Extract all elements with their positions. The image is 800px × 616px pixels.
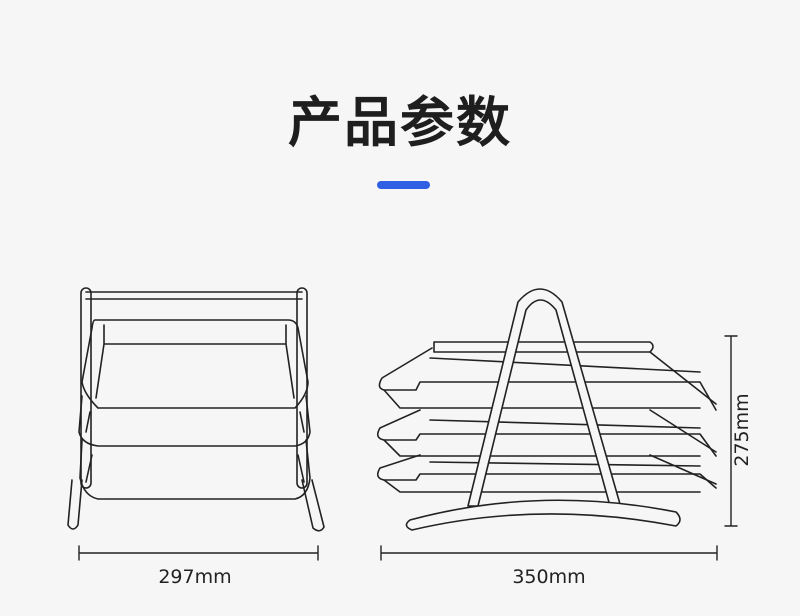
front-view — [67, 287, 325, 532]
height-label: 275mm — [731, 393, 753, 467]
front-tray — [81, 319, 309, 409]
dimension-lines — [78, 335, 738, 561]
title-accent-bar — [377, 181, 430, 189]
side-width-label: 350mm — [512, 566, 586, 588]
side-view — [376, 288, 717, 531]
front-width-label: 297mm — [158, 566, 232, 588]
page-title: 产品参数 — [288, 91, 512, 154]
